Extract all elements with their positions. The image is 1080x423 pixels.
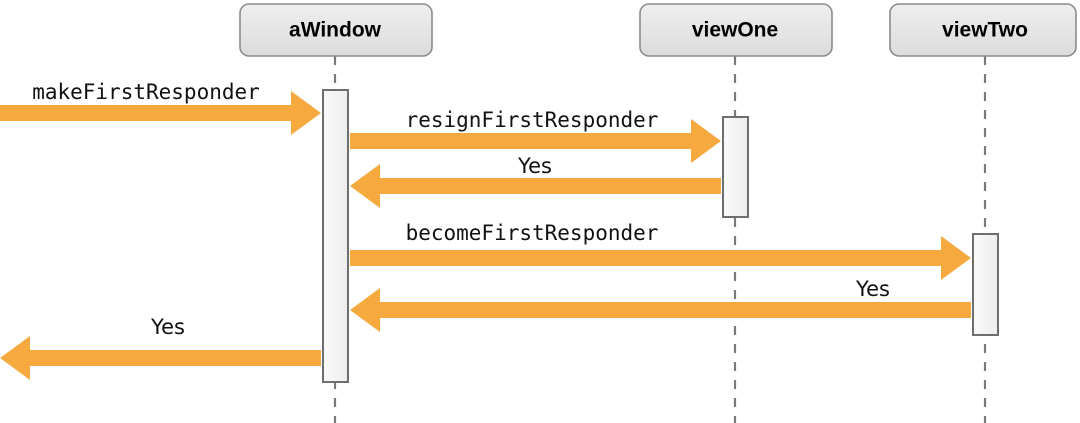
message-arrow-left — [350, 288, 971, 332]
message-arrow-left — [0, 336, 321, 380]
participant-box — [639, 3, 833, 57]
participant-boxes-group: aWindow viewOne viewTwo — [239, 3, 1077, 57]
message-arrow-right — [350, 119, 721, 163]
message-arrow-right — [0, 91, 321, 135]
message-label: Yes — [517, 154, 552, 178]
message-label: Yes — [150, 315, 185, 339]
activation-bar-aWindow — [322, 89, 349, 383]
message-arrow-right — [350, 236, 971, 280]
message-4[interactable]: becomeFirstResponder — [350, 221, 971, 280]
participant-label: viewOne — [692, 19, 778, 42]
participant-viewOne[interactable]: viewOne — [639, 3, 833, 57]
message-3[interactable]: Yes — [350, 154, 721, 208]
message-1[interactable]: makeFirstResponder — [0, 80, 321, 135]
activation-bar-viewOne — [722, 116, 749, 218]
message-label: becomeFirstResponder — [406, 221, 659, 245]
participant-viewTwo[interactable]: viewTwo — [889, 3, 1077, 57]
message-6[interactable]: Yes — [0, 315, 321, 380]
message-arrow-left — [350, 164, 721, 208]
messages-group: makeFirstResponder resignFirstResponderYe… — [0, 80, 971, 380]
participant-box — [889, 3, 1077, 57]
message-label: Yes — [855, 277, 890, 301]
participant-box — [239, 3, 433, 57]
message-label: resignFirstResponder — [406, 108, 659, 132]
message-label: makeFirstResponder — [32, 80, 260, 104]
participant-label: aWindow — [289, 19, 382, 42]
message-2[interactable]: resignFirstResponder — [350, 108, 721, 163]
participant-label: viewTwo — [942, 19, 1028, 42]
message-5[interactable]: Yes — [350, 277, 971, 332]
participant-aWindow[interactable]: aWindow — [239, 3, 433, 57]
activation-bars-group — [322, 89, 999, 383]
activation-bar-viewTwo — [972, 233, 999, 336]
